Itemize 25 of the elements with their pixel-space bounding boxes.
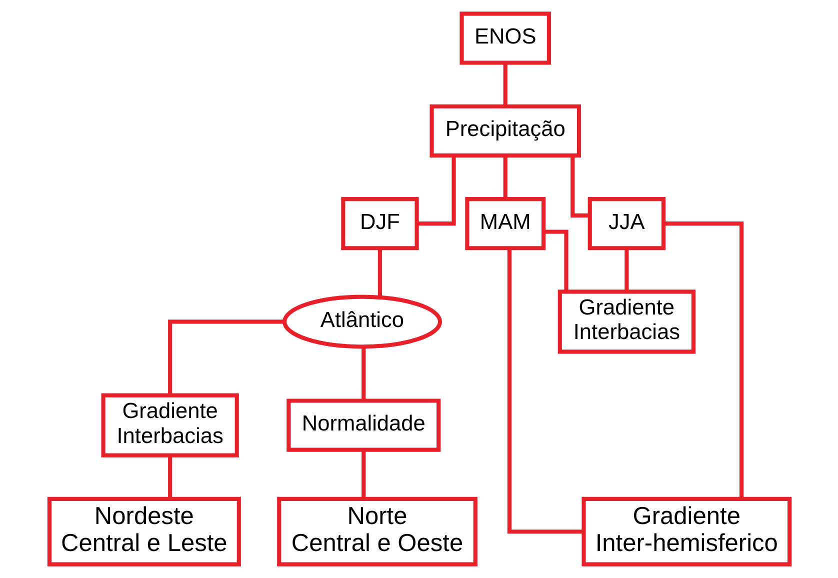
- connector: [543, 230, 568, 292]
- node-box: Precipitação: [429, 104, 581, 158]
- node-box: DJF: [340, 197, 418, 250]
- node-box: Gradiente Interbacias: [100, 393, 238, 458]
- connector: [570, 156, 590, 218]
- connector: [506, 248, 584, 534]
- node-box: Gradiente Inter-hemisferico: [581, 496, 792, 566]
- connector: [361, 346, 366, 400]
- connector: [502, 156, 507, 199]
- node-box: Nordeste Central e Leste: [46, 496, 240, 566]
- node-box: JJA: [587, 197, 666, 250]
- connector: [502, 63, 507, 106]
- connector: [624, 248, 628, 292]
- node-box: Gradiente Interbacias: [557, 290, 695, 354]
- node-box: Normalidade: [286, 398, 440, 452]
- connector: [361, 450, 366, 499]
- connector: [377, 248, 382, 298]
- connector: [168, 455, 172, 499]
- node-box: Norte Central e Oeste: [276, 496, 477, 566]
- node-box: MAM: [464, 197, 546, 250]
- connector: [168, 320, 284, 395]
- node-ellipse: Atlântico: [282, 294, 442, 349]
- node-box: ENOS: [459, 12, 551, 65]
- connector: [663, 222, 744, 499]
- connector: [416, 156, 456, 226]
